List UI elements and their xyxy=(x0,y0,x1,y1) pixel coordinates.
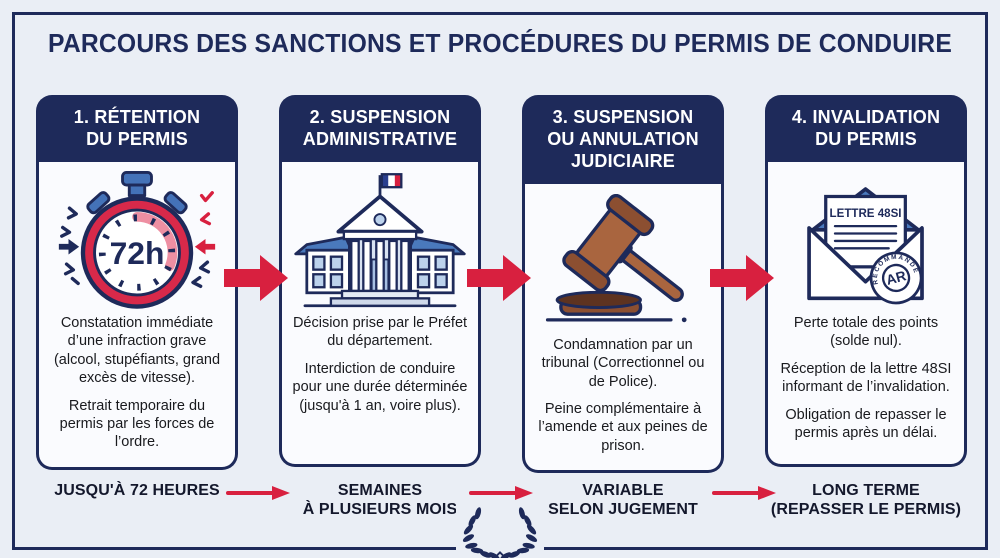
flow-gap xyxy=(467,95,531,467)
french-flag-icon xyxy=(378,172,403,199)
stamp-center-text: AR xyxy=(884,267,908,288)
flow-arrow-icon xyxy=(224,255,288,301)
step-description: Réception de la lettre 48SI informant de… xyxy=(780,360,952,396)
step-header: 3. SUSPENSION OU ANNULATION JUDICIAIRE xyxy=(522,95,724,184)
step-header: 1. RÉTENTION DU PERMIS xyxy=(36,95,238,162)
step-body: Décision prise par le Préfet du départem… xyxy=(279,161,481,467)
gavel-icon xyxy=(540,188,706,336)
step-card-suspension-judiciaire: 3. SUSPENSION OU ANNULATION JUDICIAIRE xyxy=(522,95,724,474)
prefecture-building-icon xyxy=(292,166,468,314)
step-description: Condamnation par un tribunal (Correction… xyxy=(541,336,705,390)
timeline-row: JUSQU'À 72 HEURES SEMAINES À PLUSIEURS M… xyxy=(36,481,967,519)
step-body: Condamnation par un tribunal (Correction… xyxy=(522,183,724,474)
page-title: PARCOURS DES SANCTIONS ET PROCÉDURES DU … xyxy=(48,28,952,58)
timeline-label: JUSQU'À 72 HEURES xyxy=(54,482,220,499)
timeline-label: SEMAINES À PLUSIEURS MOIS xyxy=(302,482,458,519)
step-description: Peine complémentaire à l’amende et aux p… xyxy=(538,401,708,454)
step-header: 2. SUSPENSION ADMINISTRATIVE xyxy=(279,95,481,162)
step-description: Interdiction de conduire pour une durée … xyxy=(292,360,468,414)
timeline-label: LONG TERME (REPASSER LE PERMIS) xyxy=(770,482,962,519)
step-body: 72h xyxy=(36,161,238,470)
step-description: Obligation de repasser le permis après u… xyxy=(785,406,947,441)
step-description: Constatation immédiate d’une infraction … xyxy=(53,314,221,387)
step-description: Retrait temporaire du permis par les for… xyxy=(59,397,215,451)
timeline-arrow-icon xyxy=(712,486,776,500)
flow-gap xyxy=(710,95,774,467)
timeline-arrow-icon xyxy=(226,486,290,500)
step-card-suspension-administrative: 2. SUSPENSION ADMINISTRATIVE xyxy=(279,95,481,467)
recommande-ar-stamp: RECOMMANDÉ AR xyxy=(866,248,923,305)
stopwatch-icon: 72h xyxy=(55,166,219,314)
steps-row: 1. RÉTENTION DU PERMIS xyxy=(36,95,967,474)
timeline-arrow-icon xyxy=(469,486,533,500)
step-header: 4. INVALIDATION DU PERMIS xyxy=(765,95,967,162)
step-card-invalidation: 4. INVALIDATION DU PERMIS LETTRE 48SI xyxy=(765,95,967,467)
flow-gap xyxy=(224,95,288,467)
step-card-retention: 1. RÉTENTION DU PERMIS xyxy=(36,95,238,470)
letter-48si-icon: LETTRE 48SI RECOMMANDÉ xyxy=(785,166,947,314)
timeline-label: VARIABLE SELON JUGEMENT xyxy=(548,482,698,519)
step-description: Perte totale des points (solde nul). xyxy=(793,314,939,350)
stopwatch-value: 72h xyxy=(110,235,165,271)
flow-arrow-icon xyxy=(710,255,774,301)
letter-title: LETTRE 48SI xyxy=(830,208,902,220)
laurel-wreath-icon xyxy=(456,501,544,558)
step-description: Décision prise par le Préfet du départem… xyxy=(292,314,468,350)
step-body: LETTRE 48SI RECOMMANDÉ xyxy=(765,161,967,467)
flow-arrow-icon xyxy=(467,255,531,301)
